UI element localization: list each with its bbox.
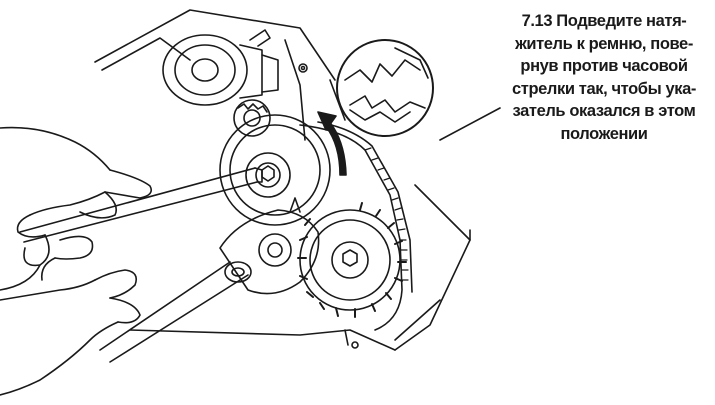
tensioner-illustration <box>0 9 501 396</box>
left-hand <box>0 126 153 291</box>
caption-line: стрелки так, чтобы ука- <box>512 79 696 98</box>
spanner-wrench <box>99 197 320 363</box>
idler-sprocket <box>233 99 271 137</box>
right-hand <box>0 235 141 396</box>
water-pump-pulley <box>162 29 279 106</box>
caption-line: рнув против часовой <box>520 57 688 75</box>
engine-block-outline <box>94 9 501 351</box>
hex-wrench <box>19 167 263 243</box>
caption-line: положении <box>560 124 648 143</box>
magnified-inset <box>336 39 434 137</box>
caption-line: житель к ремню, пове- <box>515 34 693 53</box>
rotation-arrow <box>317 111 347 176</box>
caption-line: 7.13 Подведите натя- <box>521 12 687 30</box>
figure-caption: 7.13 Подведите натя- житель к ремню, пов… <box>497 10 711 145</box>
crankshaft-sprocket <box>297 202 407 318</box>
tensioner-pulley <box>219 114 331 226</box>
caption-line: затель оказался в этом <box>512 102 696 120</box>
